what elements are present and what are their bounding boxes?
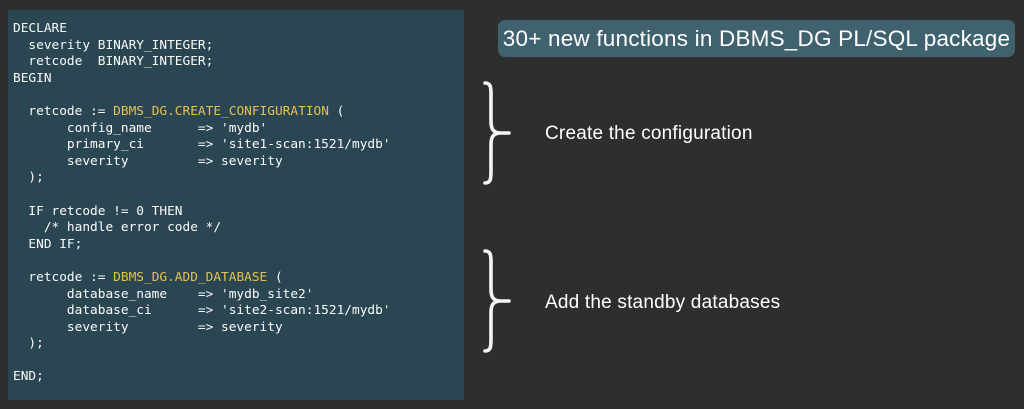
annotation-add-standby-databases: Add the standby databases [545,292,781,313]
code-line: END; [13,369,44,385]
code-line [13,253,464,270]
code-line: ); [13,170,44,186]
curly-brace-icon [478,248,512,354]
code-panel: DECLARE severity BINARY_INTEGER; retcode… [8,10,464,400]
code-line: severity => severity [13,319,283,335]
code-line: config_name => 'mydb' [13,120,268,136]
code-line: severity BINARY_INTEGER; [13,37,214,53]
code-line: END IF; [13,236,83,252]
code-block: DECLARE severity BINARY_INTEGER; retcode… [8,10,464,386]
code-line: retcode := DBMS_DG.CREATE_CONFIGURATION … [13,103,345,119]
code-line: BEGIN [13,70,52,86]
code-line: retcode BINARY_INTEGER; [13,54,214,70]
code-line [13,353,464,370]
code-line: database_ci => 'site2-scan:1521/mydb' [13,303,391,319]
code-line: DECLARE [13,21,67,36]
curly-brace-icon [478,80,512,186]
code-line: /* handle error code */ [13,220,222,236]
annotation-create-configuration: Create the configuration [545,123,753,144]
code-line: retcode := DBMS_DG.ADD_DATABASE ( [13,269,283,285]
code-line: ); [13,336,44,352]
title-banner: 30+ new functions in DBMS_DG PL/SQL pack… [498,20,1015,57]
code-line: database_name => 'mydb_site2' [13,286,314,302]
code-line: primary_ci => 'site1-scan:1521/mydb' [13,137,391,153]
code-line [13,187,464,204]
code-line: severity => severity [13,153,283,169]
code-line: IF retcode != 0 THEN [13,203,183,219]
code-line [13,87,464,104]
title-banner-label: 30+ new functions in DBMS_DG PL/SQL pack… [502,25,1011,51]
